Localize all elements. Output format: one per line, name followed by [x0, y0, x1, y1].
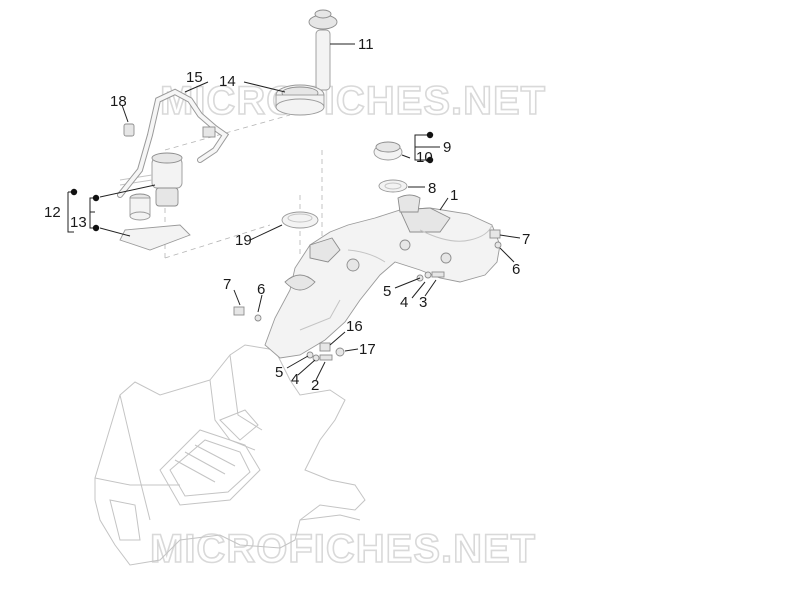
fuel-filter — [119, 193, 191, 251]
callout-6-left: 6 — [257, 281, 265, 298]
callout-9: 9 — [443, 139, 451, 156]
watermark-top: MICROFICHES.NET — [160, 79, 546, 123]
fuel-hose — [117, 88, 230, 198]
washer-left — [254, 314, 262, 322]
seal-ring — [281, 211, 319, 229]
callout-7-left: 7 — [223, 276, 231, 293]
ring-nut — [275, 84, 325, 116]
scooter-frame — [94, 344, 366, 566]
callout-3: 3 — [419, 294, 427, 311]
leader-lines — [67, 43, 521, 381]
callout-16: 16 — [346, 318, 363, 335]
watermark-bottom: MICROFICHES.NET — [150, 527, 536, 571]
callout-15: 15 — [186, 69, 203, 86]
fuel-cap — [373, 141, 403, 161]
callout-11: 11 — [358, 36, 374, 53]
callout-7-right: 7 — [522, 231, 530, 248]
washer-right — [494, 241, 502, 249]
callout-5-left: 5 — [275, 364, 283, 381]
clip-left — [233, 306, 245, 316]
callout-1: 1 — [450, 187, 458, 204]
callout-17: 17 — [359, 341, 376, 358]
callout-10: 10 — [416, 149, 433, 166]
callout-18: 18 — [110, 93, 127, 110]
cap-gasket — [378, 179, 408, 193]
nut — [335, 347, 345, 357]
bush — [319, 342, 331, 352]
kit-markers — [70, 131, 434, 232]
callout-8: 8 — [428, 180, 436, 197]
hardware-parts — [233, 229, 502, 362]
callout-5-right: 5 — [383, 283, 391, 300]
callout-4-right: 4 — [400, 294, 408, 311]
clip-right — [489, 229, 501, 239]
callout-13: 13 — [70, 214, 87, 231]
callout-19: 19 — [235, 232, 252, 249]
callout-2: 2 — [311, 377, 319, 394]
fuel-pump-assembly — [119, 152, 183, 207]
callout-6-right: 6 — [512, 261, 520, 278]
callout-4-left: 4 — [291, 371, 299, 388]
callout-12: 12 — [44, 204, 61, 221]
fuel-tank — [264, 194, 501, 359]
callout-14: 14 — [219, 73, 236, 90]
hose-clip — [123, 123, 135, 137]
fuel-level-sender — [308, 9, 338, 91]
callout-labels: 11 14 15 18 9 10 8 1 19 12 13 7 6 5 4 3 … — [44, 36, 530, 394]
